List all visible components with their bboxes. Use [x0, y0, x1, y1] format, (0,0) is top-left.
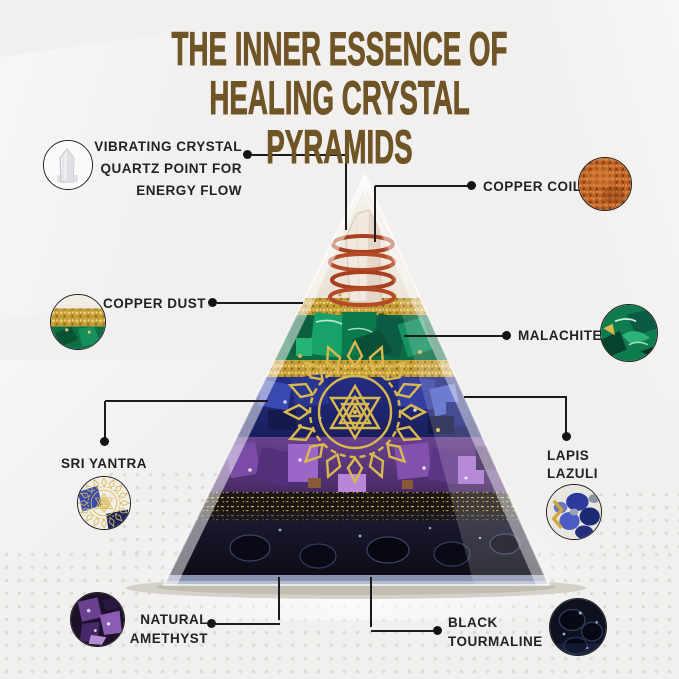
connector-line [374, 186, 376, 242]
sri-yantra-label: SRI YANTRA [60, 456, 148, 471]
connector-dot [433, 626, 442, 635]
connector-line [404, 335, 503, 337]
connector-dot [502, 331, 511, 340]
connector-line [370, 577, 372, 627]
layer-lapis [164, 373, 549, 437]
halftone-dots [595, 488, 679, 558]
connector-line [565, 397, 567, 433]
quartz-point-icon [43, 140, 93, 190]
connector-line [105, 400, 268, 402]
connector-line [104, 401, 106, 438]
quartz-label: VIBRATING CRYSTAL QUARTZ POINT FOR ENERG… [94, 139, 242, 198]
malachite-icon [600, 304, 658, 362]
connector-line [217, 302, 303, 304]
connector-dot [100, 437, 109, 446]
layer-gold-band [164, 360, 549, 377]
lapis-lazuli-label: LAPIS LAZULI [547, 448, 598, 481]
connector-line [371, 630, 434, 632]
copper-dust-label: COPPER DUST [102, 296, 206, 311]
sri-yantra-icon [77, 476, 131, 530]
copper-coil-label: COPPER COIL [483, 179, 582, 194]
connector-dot [207, 619, 216, 628]
connector-dot [208, 298, 217, 307]
connector-line [464, 396, 567, 398]
lapis-lazuli-icon [546, 484, 602, 540]
base-glow [130, 470, 590, 620]
copper-coil [328, 234, 396, 307]
connector-dot [467, 181, 476, 190]
black-tourmaline-label: BLACK TOURMALINE [448, 615, 543, 649]
connector-line [216, 623, 280, 625]
malachite-label: MALACHITE [518, 328, 602, 343]
amethyst-icon [70, 592, 125, 647]
connector-line [278, 577, 280, 620]
connector-line [375, 185, 468, 187]
black-tourmaline-icon [549, 598, 607, 656]
connector-dot [562, 432, 571, 441]
copper-coil-icon [578, 157, 632, 211]
sri-yantra-symbol [285, 342, 425, 482]
